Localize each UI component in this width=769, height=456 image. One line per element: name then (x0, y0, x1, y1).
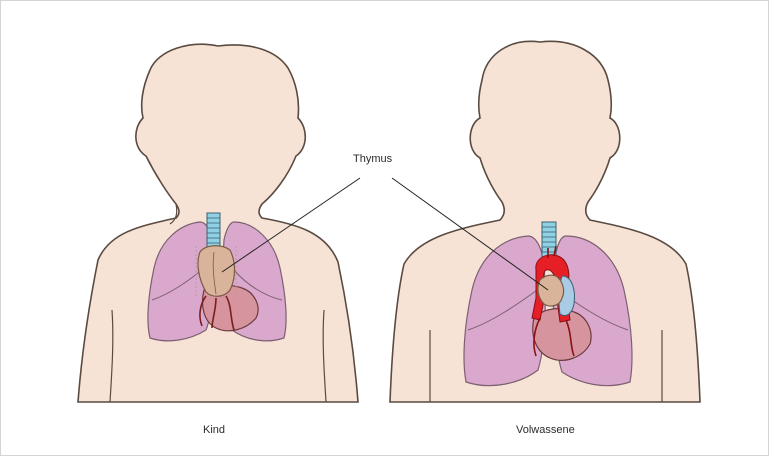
adult-caption: Volwassene (516, 424, 575, 436)
adult-thymus (538, 275, 564, 306)
thymus-label: Thymus (353, 153, 392, 165)
adult-figure (390, 41, 700, 402)
child-figure (78, 44, 358, 402)
child-caption: Kind (203, 424, 225, 436)
